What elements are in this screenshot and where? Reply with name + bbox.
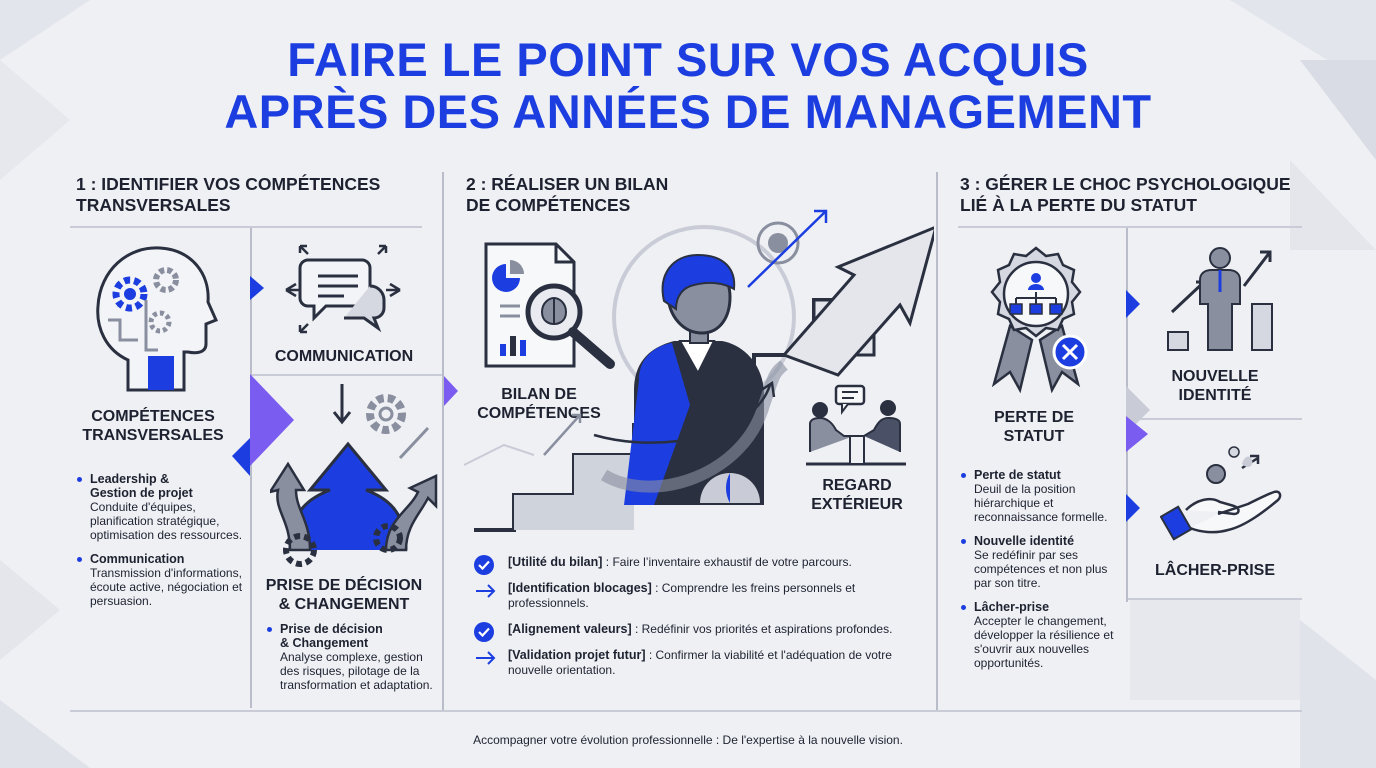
bullet-description: Transmission d'informations, écoute acti… (90, 566, 243, 608)
step-validation: [Validation projet futur] : Confirmer la… (472, 648, 927, 678)
bilan-steps-list: [Utilité du bilan] : Faire l’inventaire … (472, 555, 927, 689)
bullet-leadership: Leadership & Gestion de projet Conduite … (76, 472, 244, 542)
step-identification: [Identification blocages] : Comprendre l… (472, 581, 927, 611)
col1-pointer-triangles (232, 276, 294, 476)
step-text: : Redéfinir vos priorités et aspirations… (631, 622, 893, 636)
col3-heading-line2: LIÉ À LA PERTE DU STATUT (960, 195, 1197, 215)
growth-staircase-illustration (463, 209, 934, 532)
bilan-label-line2: COMPÉTENCES (477, 405, 601, 422)
bullet-perte-statut: Perte de statut Deuil de la position hié… (960, 468, 1122, 524)
bullet-description: Conduite d'équipes, planification straté… (90, 500, 243, 542)
step-key: [Utilité du bilan] (508, 555, 603, 569)
col3-low-rule (1128, 598, 1302, 600)
lacher-prise-label: LÂCHER-PRISE (1154, 562, 1275, 579)
page-title: FAIRE LE POINT SUR VOS ACQUIS APRÈS DES … (0, 34, 1376, 138)
bullet-title: Communication (90, 552, 185, 566)
prise-de-decision-label: PRISE DE DÉCISION & CHANGEMENT (256, 576, 432, 614)
regard-exterieur-label: REGARD EXTÉRIEUR (782, 476, 932, 514)
col1-top-rule (70, 226, 422, 228)
regard-label-line2: EXTÉRIEUR (811, 496, 903, 513)
bullet-description: Accepter le changement, développer la ré… (974, 614, 1114, 670)
nouvelle-identite-label: NOUVELLE IDENTITÉ (1140, 367, 1290, 405)
step-key: [Alignement valeurs] (508, 622, 632, 636)
perte-label-line1: PERTE DE (993, 409, 1074, 426)
bilan-label-line1: BILAN DE (501, 386, 577, 403)
col2-pointer-triangle (444, 376, 458, 406)
col3-heading: 3 : GÉRER LE CHOC PSYCHOLOGIQUE LIÉ À LA… (960, 174, 1320, 216)
bullet-title: Nouvelle identité (974, 534, 1075, 548)
divider-col-1-2 (442, 172, 444, 712)
bullet-communication: Communication Transmission d'information… (76, 552, 244, 608)
regard-label-line1: REGARD (822, 477, 892, 494)
bullet-decision: Prise de décision & Changement Analyse c… (266, 622, 442, 692)
person-growth-icon (1167, 247, 1273, 351)
col3-bullets: Perte de statut Deuil de la position hié… (960, 468, 1122, 680)
speech-bubbles-icon (285, 244, 401, 334)
col2-heading: 2 : RÉALISER UN BILAN DE COMPÉTENCES (466, 174, 766, 216)
col3-top-rule (958, 226, 1302, 228)
open-hand-icon (1160, 446, 1282, 541)
step-key: [Identification blocages] (508, 581, 652, 595)
competences-label-line1: COMPÉTENCES (91, 408, 215, 425)
col1-mid-rule (252, 374, 442, 376)
decision-label-line1: PRISE DE DÉCISION (265, 577, 423, 594)
col1-inner-divider (250, 228, 252, 708)
bullet-description: Analyse complexe, gestion des risques, p… (280, 650, 433, 692)
col2-heading-line2: DE COMPÉTENCES (466, 195, 631, 215)
meeting-people-icon (806, 384, 906, 466)
step-text: : Comprendre les freins personnels et pr… (508, 581, 856, 610)
bullet-title: Gestion de projet (90, 486, 193, 500)
step-key: [Validation projet futur] (508, 648, 646, 662)
col1-bullets-right: Prise de décision & Changement Analyse c… (266, 622, 442, 702)
bullet-title: Perte de statut (974, 468, 1061, 482)
document-magnifier-icon (484, 242, 615, 369)
col1-bullets-left: Leadership & Gestion de projet Conduite … (76, 472, 244, 618)
bullet-nouvelle-identite: Nouvelle identité Se redéfinir par ses c… (960, 534, 1122, 590)
col1-heading-line1: 1 : IDENTIFIER VOS COMPÉTENCES (76, 174, 381, 194)
title-line-2: APRÈS DES ANNÉES DE MANAGEMENT (224, 85, 1152, 138)
bullet-description: Deuil de la position hiérarchique et rec… (974, 482, 1108, 524)
arrow-right-icon (476, 584, 496, 598)
check-circle-icon (474, 622, 494, 642)
step-text: : Faire l’inventaire exhaustif de votre … (602, 555, 852, 569)
col3-pointer-triangles (1126, 290, 1150, 522)
head-gears-icon (96, 246, 219, 392)
bullet-title: Prise de décision (280, 622, 383, 636)
col1-heading: 1 : IDENTIFIER VOS COMPÉTENCES TRANSVERS… (76, 174, 436, 216)
arrow-right-icon (476, 651, 496, 665)
col1-heading-line2: TRANSVERSALES (76, 195, 231, 215)
competences-transversales-label: COMPÉTENCES TRANSVERSALES (76, 407, 230, 445)
bullet-title: Leadership & (90, 472, 170, 486)
divider-bottom (70, 710, 1302, 712)
bullet-description: Se redéfinir par ses compétences et non … (974, 548, 1108, 590)
col3-mid-rule (1128, 418, 1302, 420)
communication-label: COMMUNICATION (274, 348, 414, 365)
competences-label-line2: TRANSVERSALES (82, 427, 224, 444)
bilan-competences-label: BILAN DE COMPÉTENCES (466, 385, 612, 423)
identite-label-line1: NOUVELLE (1171, 368, 1259, 385)
step-alignement: [Alignement valeurs] : Redéfinir vos pri… (472, 622, 927, 642)
step-text: : Confirmer la viabilité et l'adéquation… (508, 648, 892, 677)
col2-heading-line1: 2 : RÉALISER UN BILAN (466, 174, 669, 194)
perte-label-line2: STATUT (1003, 428, 1065, 445)
decision-label-line2: & CHANGEMENT (278, 596, 410, 613)
bullet-title: Lâcher-prise (974, 600, 1050, 614)
bullet-lacher-prise: Lâcher-prise Accepter le changement, dév… (960, 600, 1122, 670)
perte-de-statut-label: PERTE DE STATUT (964, 408, 1104, 446)
check-circle-icon (474, 555, 494, 575)
step-utilite: [Utilité du bilan] : Faire l’inventaire … (472, 555, 927, 575)
identite-label-line2: IDENTITÉ (1178, 387, 1252, 404)
col3-heading-line1: 3 : GÉRER LE CHOC PSYCHOLOGIQUE (960, 174, 1291, 194)
bullet-title: & Changement (280, 636, 369, 650)
footer-caption: Accompagner votre évolution professionne… (473, 733, 903, 747)
title-line-1: FAIRE LE POINT SUR VOS ACQUIS (287, 33, 1089, 86)
rosette-badge-icon (990, 246, 1088, 394)
divider-col-2-3 (936, 172, 938, 712)
decision-arrows-icon (270, 384, 438, 567)
